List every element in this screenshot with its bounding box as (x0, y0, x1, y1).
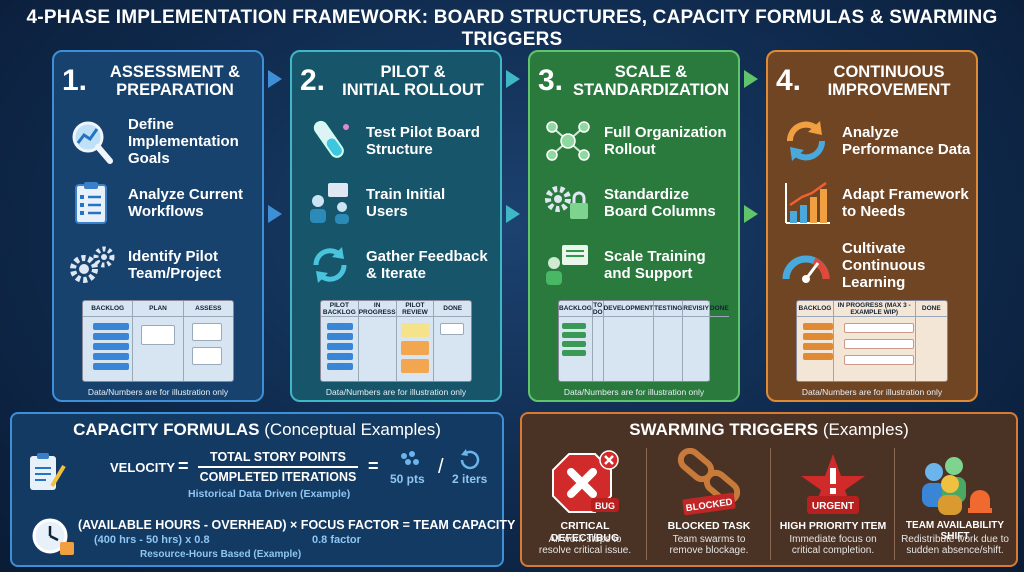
flow-arrow (744, 70, 758, 88)
resource-note: Resource-Hours Based (Example) (140, 549, 302, 560)
historical-note: Historical Data Driven (Example) (188, 488, 351, 500)
velocity-numerator: TOTAL STORY POINTS (210, 450, 346, 464)
cycle-arrows-icon (313, 247, 347, 283)
flow-arrow (268, 205, 282, 223)
trigger-title: TEAM AVAILABILITY SHIFT (905, 520, 1005, 542)
flow-arrow (506, 70, 520, 88)
trigger-high-priority: URGENT HIGH PRIORITY ITEM Immediate focu… (774, 444, 892, 564)
velocity-denominator: COMPLETED ITERATIONS (199, 470, 357, 484)
team-capacity-formula: (AVAILABLE HOURS - OVERHEAD) × FOCUS FAC… (78, 518, 516, 532)
clipboard-checklist-icon (75, 182, 107, 224)
capacity-title: CAPACITY FORMULAS (Conceptual Examples) (73, 420, 441, 439)
gears-icon (70, 246, 115, 283)
cycle-icon (460, 449, 480, 470)
phase-title: PILOT &INITIAL ROLLOUT (342, 63, 484, 99)
flow-arrow (506, 205, 520, 223)
clock-calendar-icon (32, 518, 74, 555)
training-group-icon (310, 183, 349, 224)
fraction-bar (198, 466, 358, 468)
phase-2-panel: 2. PILOT &INITIAL ROLLOUT Test Pilot Boar… (290, 50, 502, 402)
kanban-board: BACKLOG PLAN ASSESS (82, 300, 234, 382)
trigger-title: HIGH PRIORITY ITEM (779, 520, 887, 532)
focus-factor-example: 0.8 factor (312, 534, 361, 546)
trigger-title: CRITICAL DEFECT/BUG (550, 520, 620, 544)
equals-sign: = (368, 456, 379, 476)
broken-chain-icon: BLOCKED (677, 447, 741, 516)
flow-arrow (268, 70, 282, 88)
flow-arrow (744, 205, 758, 223)
swarming-title: SWARMING TRIGGERS (Examples) (629, 420, 909, 439)
hours-example: (400 hrs - 50 hrs) x 0.8 (94, 534, 210, 546)
phase-number: 3. (538, 64, 564, 97)
divider-slash: / (438, 456, 444, 478)
capacity-formulas-panel: CAPACITY FORMULAS (Conceptual Examples) … (10, 412, 515, 567)
kanban-board: BACKLOG IN PROGRESS (MAX 3 - EXAMPLE WIP… (796, 300, 948, 382)
kanban-board: PILOT BACKLOG IN PROGRESS PILOT REVIEW D… (320, 300, 472, 382)
gear-lock-icon (545, 186, 588, 219)
svg-text:BUG: BUG (595, 501, 615, 511)
equals-sign: = (178, 456, 189, 476)
trigger-title: BLOCKED TASK (667, 520, 751, 532)
points-value: 50 pts (390, 472, 425, 486)
presenter-icon (546, 245, 588, 285)
phase-number: 2. (300, 64, 326, 97)
swarming-triggers-panel: SWARMING TRIGGERS (Examples) BUG CRITICA… (520, 412, 1018, 567)
step-gather-feedback: Gather Feedback& Iterate (292, 234, 500, 296)
network-people-icon (546, 121, 590, 161)
trigger-critical-defect: BUG CRITICAL DEFECT/BUG All work stops t… (526, 444, 644, 564)
page-title: 4-PHASE IMPLEMENTATION FRAMEWORK: BOARD … (26, 7, 998, 50)
refresh-cycle-icon (786, 121, 826, 161)
dots-cluster-icon (401, 451, 419, 465)
illustration-note: Data/Numbers are for illustration only (801, 387, 943, 397)
illustration-note: Data/Numbers are for illustration only (87, 387, 229, 397)
magnifier-chart-icon (72, 121, 113, 164)
phase-3-panel: 3.SCALE &STANDARDIZATION Full Organizati… (528, 50, 740, 402)
phase-number: 4. (776, 64, 802, 97)
phase-title: ASSESSMENT &PREPARATION (109, 63, 241, 99)
illustration-note: Data/Numbers are for illustration only (325, 387, 467, 397)
svg-text:URGENT: URGENT (812, 501, 854, 512)
team-alarm-icon (922, 457, 992, 515)
bar-chart-growth-icon (785, 181, 830, 224)
urgent-alert-icon: URGENT (801, 454, 865, 514)
phase-title: SCALE &STANDARDIZATION (572, 63, 730, 99)
phase-number: 1. (62, 64, 88, 97)
bug-stop-icon: BUG (552, 450, 619, 513)
test-tube-icon (313, 120, 349, 158)
velocity-label: VELOCITY (110, 460, 176, 475)
gauge-icon (782, 255, 830, 283)
trigger-team-availability: TEAM AVAILABILITY SHIFT Redistribute wor… (896, 444, 1014, 564)
illustration-note: Data/Numbers are for illustration only (563, 387, 705, 397)
kanban-board: BACKLOG TO DO DEVELOPMENT TESTING REVISI… (558, 300, 729, 382)
clipboard-pen-icon (30, 453, 66, 490)
iterations-value: 2 iters (452, 472, 488, 486)
